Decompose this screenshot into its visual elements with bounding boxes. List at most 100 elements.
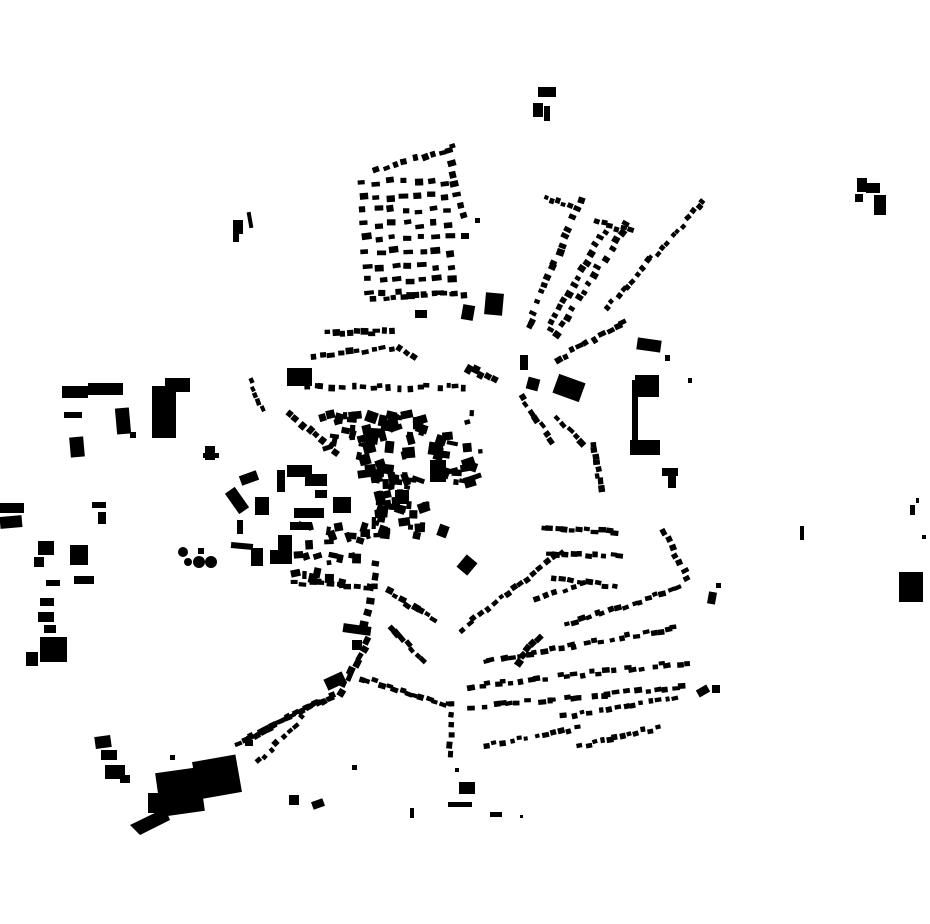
building-footprint	[315, 490, 327, 498]
building-footprint	[259, 405, 266, 413]
building-footprint	[537, 699, 547, 705]
building-footprint	[466, 684, 476, 692]
building-footprint	[635, 375, 659, 397]
building-footprint	[593, 218, 601, 225]
building-footprint	[330, 447, 340, 458]
building-footprint	[658, 244, 666, 252]
building-footprint	[411, 692, 418, 699]
building-footprint	[387, 484, 394, 491]
building-footprint	[438, 701, 448, 708]
building-footprint	[249, 385, 256, 393]
building-footprint	[611, 583, 618, 589]
building-footprint	[590, 335, 599, 345]
building-footprint	[577, 614, 587, 623]
building-footprint	[361, 232, 373, 241]
building-footprint	[361, 423, 372, 432]
building-footprint	[569, 671, 578, 677]
building-footprint	[540, 281, 548, 289]
building-footprint	[431, 274, 442, 282]
building-footprint	[592, 551, 598, 558]
building-footprint	[586, 248, 596, 259]
building-footprint	[490, 740, 497, 746]
building-footprint	[613, 604, 623, 612]
building-footprint	[595, 233, 605, 241]
building-footprint	[646, 254, 654, 262]
building-footprint	[583, 640, 592, 646]
building-footprint	[386, 195, 396, 203]
building-footprint	[310, 353, 317, 360]
silo-footprint	[193, 556, 205, 568]
building-footprint	[447, 275, 457, 283]
building-footprint	[369, 295, 377, 302]
building-footprint	[371, 676, 379, 684]
building-footprint	[437, 385, 443, 392]
building-footprint	[534, 733, 540, 739]
building-footprint	[549, 259, 558, 267]
building-footprint	[574, 724, 581, 730]
building-footprint	[607, 298, 615, 305]
building-footprint	[640, 726, 646, 733]
building-footprint	[371, 181, 381, 187]
building-footprint	[309, 579, 317, 585]
building-footprint	[237, 520, 243, 534]
building-footprint	[395, 343, 404, 353]
building-footprint	[256, 727, 265, 736]
industrial-building	[130, 808, 170, 835]
building-footprint	[203, 453, 219, 458]
building-footprint	[456, 554, 478, 576]
building-footprint	[375, 236, 384, 243]
building-footprint	[449, 179, 459, 188]
building-footprint	[548, 197, 555, 205]
building-footprint	[290, 414, 300, 423]
building-footprint	[518, 392, 527, 402]
building-footprint	[493, 700, 501, 708]
building-footprint	[581, 339, 590, 347]
building-footprint	[353, 328, 361, 334]
building-footprint	[372, 471, 382, 484]
building-footprint	[563, 674, 571, 680]
building-footprint	[636, 337, 662, 353]
building-footprint	[566, 576, 575, 584]
building-footprint	[627, 666, 637, 674]
building-footprint	[372, 328, 381, 333]
building-footprint	[414, 178, 424, 186]
building-footprint	[566, 426, 575, 435]
building-footprint	[574, 342, 584, 350]
building-footprint	[353, 583, 361, 590]
building-footprint	[424, 611, 431, 618]
industrial-building	[155, 767, 205, 817]
building-footprint	[403, 262, 412, 269]
building-footprint	[397, 517, 411, 527]
building-footprint	[245, 740, 253, 746]
building-footprint	[120, 775, 130, 783]
building-footprint	[130, 432, 136, 438]
building-footprint	[421, 152, 430, 162]
building-footprint	[0, 515, 23, 529]
building-footprint	[562, 353, 569, 361]
building-footprint	[460, 304, 476, 321]
building-footprint	[554, 196, 562, 205]
building-footprint	[610, 530, 619, 537]
building-footprint	[509, 738, 516, 744]
building-footprint	[332, 328, 341, 337]
building-footprint	[609, 637, 616, 643]
building-footprint	[415, 223, 425, 230]
building-footprint	[381, 327, 388, 334]
building-footprint	[538, 87, 556, 97]
building-footprint	[338, 350, 345, 356]
building-footprint	[307, 522, 314, 531]
building-footprint	[261, 724, 271, 733]
building-footprint	[391, 628, 402, 639]
building-footprint	[434, 433, 448, 447]
building-footprint	[579, 672, 586, 679]
building-footprint	[607, 605, 615, 613]
building-footprint	[446, 159, 457, 168]
building-footprint	[533, 633, 544, 644]
building-footprint	[403, 235, 412, 241]
building-footprint	[376, 250, 387, 256]
building-footprint	[410, 808, 414, 818]
building-footprint	[62, 386, 88, 398]
building-footprint	[346, 329, 354, 337]
building-footprint	[657, 590, 667, 598]
building-footprint	[500, 654, 509, 662]
